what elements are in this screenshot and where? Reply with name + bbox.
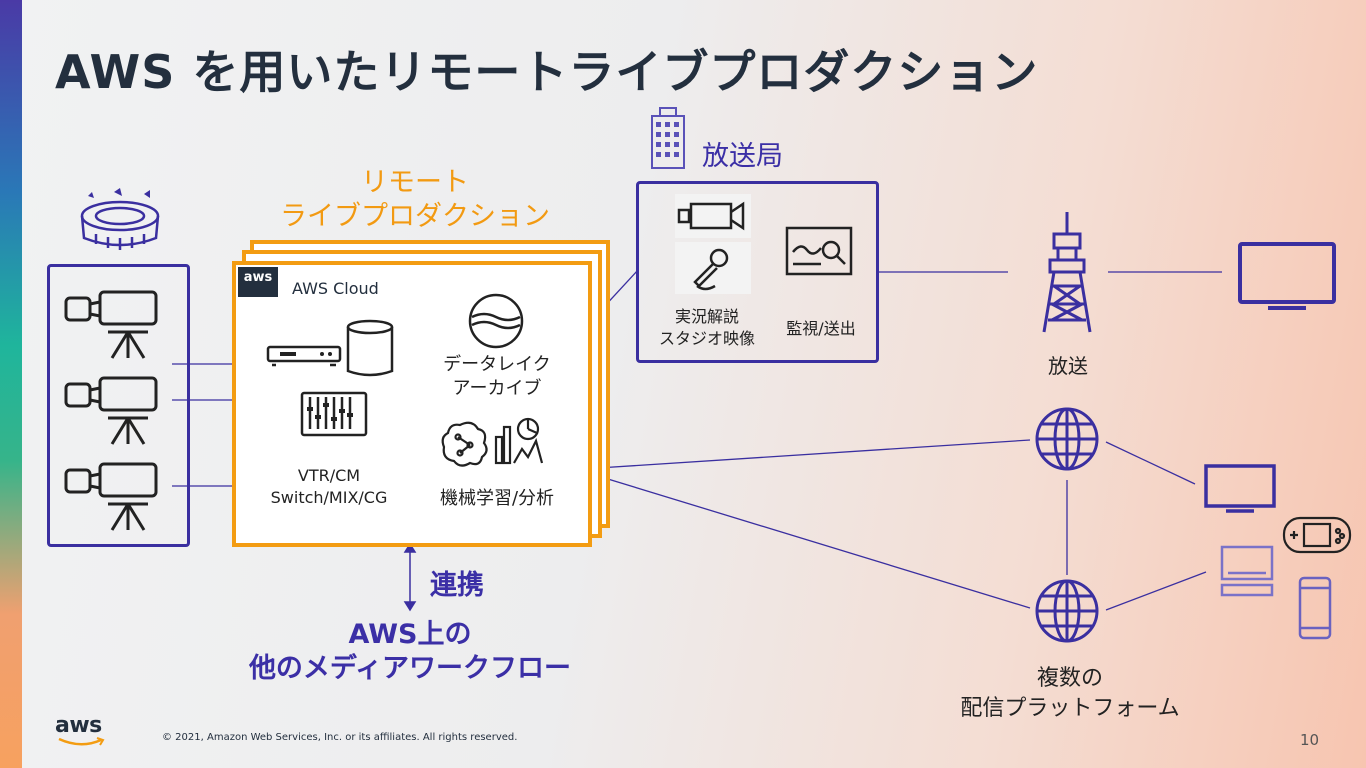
- studio-camera-mic-icon: [675, 194, 751, 294]
- remote-production-label: リモート ライブプロダクション: [250, 166, 580, 234]
- tv-icon: [1238, 242, 1336, 310]
- smartphone-icon: [1298, 576, 1332, 640]
- other-workflow-line2: 他のメディアワークフロー: [248, 653, 572, 684]
- broadcaster-box: 実況解説 スタジオ映像 監視/送出: [636, 181, 879, 363]
- page-number: 10: [1300, 731, 1320, 749]
- camera-icons: [64, 290, 158, 532]
- datalake-label: データレイク アーカイブ: [422, 353, 572, 401]
- aws-smile-icon: [58, 737, 105, 746]
- studio-label-line2: スタジオ映像: [658, 329, 755, 348]
- broadcaster-title: 放送局: [702, 141, 783, 172]
- broadcast-tower-icon: [1042, 212, 1092, 333]
- datalake-label-line2: アーカイブ: [452, 378, 542, 399]
- machine-learning-icon: [441, 417, 544, 467]
- aws-cloud-badge: aws: [238, 267, 278, 297]
- aws-cloud-card: aws AWS Cloud VTR/CM Switch/MIX/CG: [232, 261, 592, 547]
- switcher-label: VTR/CM Switch/MIX/CG: [254, 465, 404, 509]
- platforms-label: 複数の 配信プラットフォーム: [930, 664, 1210, 724]
- accent-bar: [0, 0, 22, 768]
- remote-production-line1: リモート: [361, 167, 469, 198]
- datalake-label-line1: データレイク: [443, 354, 551, 375]
- monitor-label: 監視/送出: [786, 319, 856, 338]
- camera-group: [47, 264, 190, 547]
- globe-icon-bottom: [1035, 579, 1099, 643]
- slide-title: AWS を用いたリモートライブプロダクション: [55, 45, 1039, 99]
- studio-label: 実況解説 スタジオ映像: [647, 306, 767, 350]
- copyright-text: © 2021, Amazon Web Services, Inc. or its…: [162, 732, 518, 743]
- other-workflow-label: AWS上の 他のメディアワークフロー: [200, 618, 620, 686]
- switcher-label-line2: Switch/MIX/CG: [270, 488, 388, 507]
- aws-cloud-label: AWS Cloud: [292, 279, 379, 298]
- game-console-icon: [1282, 516, 1352, 554]
- remote-production-line2: ライブプロダクション: [280, 201, 550, 232]
- platforms-label-line2: 配信プラットフォーム: [960, 696, 1180, 721]
- monitor-icon: [785, 226, 853, 276]
- building-icon: [651, 107, 685, 169]
- platforms-label-line1: 複数の: [1036, 666, 1103, 691]
- collab-label: 連携: [430, 570, 484, 601]
- broadcast-label: 放送: [1048, 354, 1088, 378]
- ml-label: 機械学習/分析: [439, 488, 555, 509]
- globe-icon-top: [1035, 407, 1099, 471]
- desktop-pc-icon: [1220, 545, 1274, 597]
- other-workflow-line1: AWS上の: [348, 619, 472, 650]
- footer-aws-logo: aws: [55, 713, 105, 746]
- datalake-icon: [468, 293, 524, 349]
- switcher-label-line1: VTR/CM: [297, 466, 361, 485]
- stadium-icon: [80, 188, 160, 250]
- switcher-icons: [266, 319, 394, 437]
- studio-label-line1: 実況解説: [674, 307, 739, 326]
- tv-small-icon: [1204, 464, 1276, 513]
